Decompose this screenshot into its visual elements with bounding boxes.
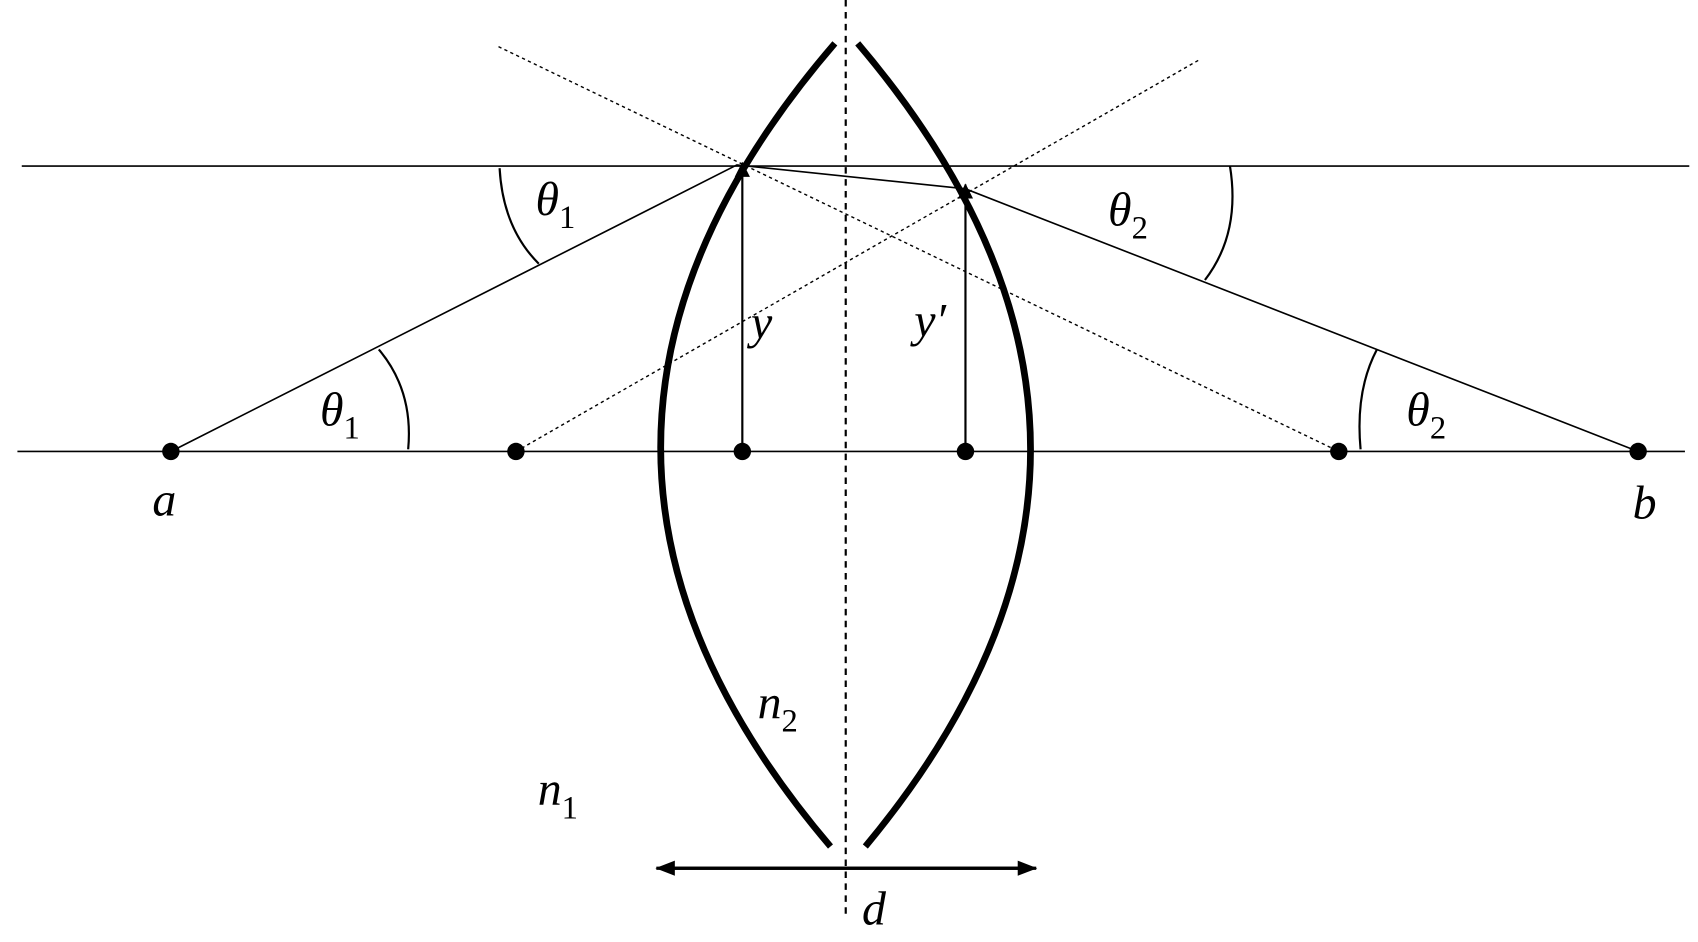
lens-right-surface [855,41,1034,849]
angle-arc-theta2-bottom [1358,348,1378,450]
point-a [162,442,180,461]
label-y: y [747,297,773,350]
light-ray [170,164,1639,453]
label-theta2-bottom: θ2 [1406,383,1446,446]
label-y-prime: y′ [910,294,947,347]
angle-arc-theta1-bottom [377,348,410,450]
label-a: a [152,474,176,527]
label-d: d [862,883,887,936]
label-theta1-bottom: θ1 [320,383,360,446]
point-b [1629,442,1647,461]
label-n1: n1 [538,763,578,826]
point-y-prime-base [956,442,975,461]
label-theta2-top: θ2 [1108,184,1148,247]
label-n2: n2 [758,676,798,739]
point-y-base [733,442,752,461]
dotted-line-left-normal [498,46,1340,453]
label-theta1-top: θ1 [536,173,576,236]
angle-arc-theta2-top [1204,165,1234,281]
dotted-line-right-normal [515,59,1200,453]
angle-arc-theta1-top [498,168,540,265]
point-right-center [1330,442,1348,461]
point-left-center [507,442,525,461]
lens-left-surface [657,41,838,849]
label-b: b [1633,477,1657,530]
